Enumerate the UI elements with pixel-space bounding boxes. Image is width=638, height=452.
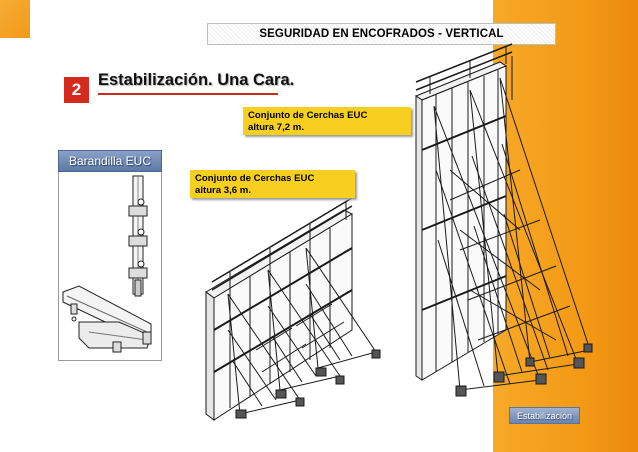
callout-tall-line1: Conjunto de Cerchas EUC	[248, 110, 368, 121]
section-title: Estabilización. Una Cara.	[98, 71, 295, 89]
callout-short-line1: Conjunto de Cerchas EUC	[195, 173, 315, 184]
callout-tall-line2: altura 7,2 m.	[248, 122, 304, 133]
guardrail-clamp-bottom	[128, 267, 148, 279]
callout-short-line2: altura 3,6 m.	[195, 185, 251, 196]
guardrail-bracket-base	[78, 321, 152, 349]
callout-tall-truss: Conjunto de Cerchas EUC altura 7,2 m.	[243, 107, 411, 135]
guardrail-illustration-panel	[58, 171, 162, 361]
guardrail-clamp-top	[128, 205, 148, 217]
tall-truss-assembly	[414, 43, 593, 397]
guardrail-label-tag: Barandilla EUC	[58, 150, 162, 172]
section-number: 2	[71, 80, 82, 99]
stabilization-footer-tag: Estabilización	[509, 407, 580, 424]
orange-side-band	[493, 0, 638, 452]
section-title-underline	[98, 93, 278, 95]
orange-corner-accent	[0, 0, 30, 38]
section-number-badge: 2	[64, 77, 89, 103]
guardrail-clamp-middle	[128, 235, 148, 247]
guardrail-drawing	[62, 175, 152, 353]
slide-header: SEGURIDAD EN ENCOFRADOS - VERTICAL	[207, 23, 556, 45]
callout-short-truss: Conjunto de Cerchas EUC altura 3,6 m.	[190, 170, 355, 198]
short-truss-assembly	[205, 197, 381, 421]
header-title: SEGURIDAD EN ENCOFRADOS - VERTICAL	[259, 28, 504, 40]
